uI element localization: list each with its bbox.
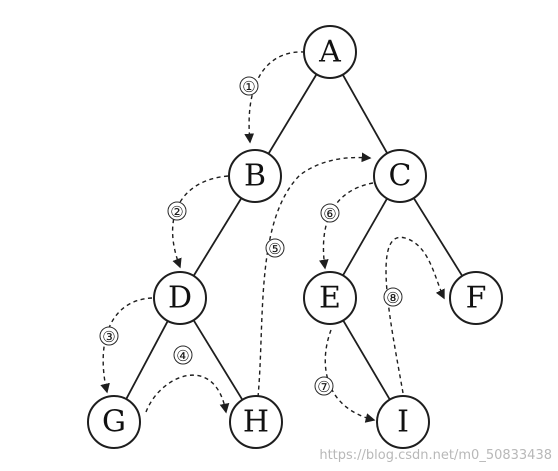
node-label-b: B [244, 159, 266, 194]
traversal-step-2: ② [167, 201, 187, 221]
traversal-step-label: ③ [102, 328, 115, 346]
node-c: C [373, 149, 427, 203]
traversal-arrow-4 [145, 374, 230, 414]
traversal-step-5: ⑤ [265, 238, 285, 258]
traversal-step-labels: ① ② ③ ④ ⑤ ⑥ ⑦ ⑧ [99, 76, 403, 396]
traversal-step-label: ② [170, 203, 183, 221]
traversal-arrow-2 [171, 175, 229, 269]
node-label-d: D [168, 281, 192, 316]
node-b: B [228, 149, 282, 203]
traversal-arrow-5 [257, 152, 372, 398]
edge-d-g [125, 320, 169, 400]
node-a: A [303, 25, 357, 79]
node-f: F [449, 271, 503, 325]
edge-a-b [267, 73, 318, 155]
tree-edges [125, 73, 464, 401]
edge-b-d [192, 197, 243, 277]
traversal-step-label: ⑧ [386, 289, 399, 307]
traversal-step-8: ⑧ [383, 287, 403, 307]
traversal-arrow-6 [318, 182, 374, 270]
edge-c-f [412, 197, 464, 277]
edge-d-h [192, 319, 244, 401]
edge-a-c [341, 74, 389, 154]
traversal-step-label: ⑤ [268, 240, 281, 258]
traversal-step-7: ⑦ [314, 376, 334, 396]
node-label-c: C [389, 159, 412, 194]
traversal-arrow-8 [385, 236, 445, 394]
tree-nodes: A B C D E F G H [87, 25, 503, 449]
node-label-g: G [102, 405, 126, 440]
node-label-h: H [243, 405, 269, 440]
traversal-step-label: ④ [176, 347, 189, 365]
traversal-step-4: ④ [173, 345, 193, 365]
node-g: G [87, 395, 141, 449]
traversal-step-label: ⑦ [317, 378, 330, 396]
node-d: D [153, 271, 207, 325]
traversal-step-6: ⑥ [320, 203, 340, 223]
node-i: I [376, 395, 430, 449]
watermark-text: https://blog.csdn.net/m0_50833438 [319, 448, 552, 463]
node-label-e: E [319, 281, 341, 316]
traversal-step-label: ⑥ [323, 205, 336, 223]
traversal-step-3: ③ [99, 326, 119, 346]
edge-e-i [342, 319, 391, 401]
node-label-f: F [466, 281, 487, 316]
node-label-a: A [318, 35, 341, 70]
node-h: H [229, 395, 283, 449]
traversal-step-1: ① [239, 76, 259, 96]
node-e: E [303, 271, 357, 325]
edge-c-e [342, 198, 388, 276]
traversal-step-label: ① [242, 78, 255, 96]
traversal-arrow-1 [244, 51, 306, 144]
traversal-arrows [100, 51, 445, 423]
node-label-i: I [397, 405, 409, 440]
traversal-arrow-7 [324, 329, 376, 423]
